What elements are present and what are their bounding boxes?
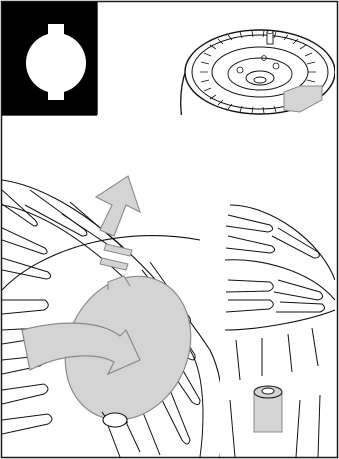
brush-post bbox=[253, 385, 283, 433]
grooves-right bbox=[225, 214, 326, 457]
rotate-arrow bbox=[21, 322, 141, 376]
symbol-badge bbox=[2, 2, 97, 115]
rim-post bbox=[266, 30, 274, 45]
step-remove-disc bbox=[2, 175, 220, 457]
lift-arrow bbox=[94, 175, 141, 271]
keyhole-icon bbox=[26, 24, 86, 100]
step-cleaning-brush bbox=[224, 204, 335, 457]
grinder-overview bbox=[180, 29, 335, 115]
